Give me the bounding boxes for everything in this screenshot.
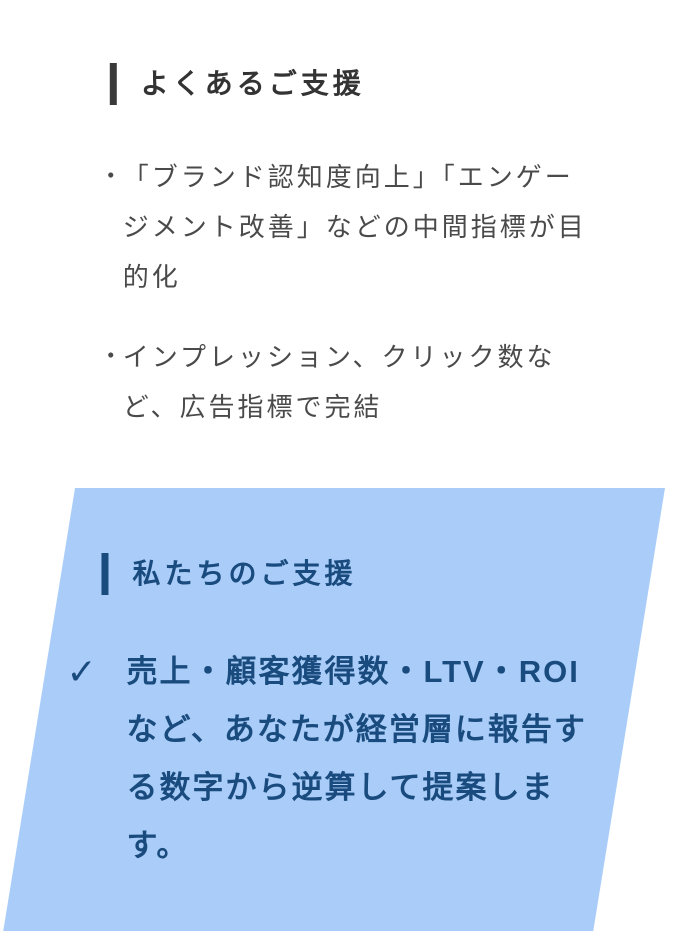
- our-support-card: 私たちのご支援 ✓ 売上・顧客獲得数・LTV・ROI など、あなたが経営層に報告…: [3, 488, 666, 931]
- bullet-text: インプレッション、クリック数な ど、広告指標で完結: [122, 342, 556, 422]
- common-support-header: よくあるご支援: [109, 63, 663, 105]
- check-text: 売上・顧客獲得数・LTV・ROI など、あなたが経営層に報告す る数字から逆算し…: [126, 654, 587, 863]
- common-support-bullet-list: ・ 「ブランド認知度向上」「エンゲー ジメント改善」などの中間指標が目 的化 ・…: [75, 152, 663, 432]
- our-support-card-content: 私たちのご支援 ✓ 売上・顧客獲得数・LTV・ROI など、あなたが経営層に報告…: [64, 553, 654, 931]
- accent-bar-icon: [101, 553, 109, 595]
- common-support-card: よくあるご支援 ・ 「ブランド認知度向上」「エンゲー ジメント改善」などの中間指…: [6, 0, 674, 483]
- section-title: 私たちのご支援: [132, 558, 357, 589]
- bullet-dot-icon: ・: [98, 343, 123, 370]
- bullet-dot-icon: ・: [98, 163, 123, 190]
- common-support-card-content: よくあるご支援 ・ 「ブランド認知度向上」「エンゲー ジメント改善」などの中間指…: [75, 63, 663, 546]
- accent-bar-icon: [109, 63, 117, 105]
- section-title: よくあるご支援: [140, 68, 365, 99]
- check-item: ✓ 売上・顧客獲得数・LTV・ROI など、あなたが経営層に報告す る数字から逆…: [64, 643, 634, 875]
- our-support-header: 私たちのご支援: [101, 553, 654, 595]
- checkmark-icon: ✓: [66, 651, 97, 692]
- bullet-item: ・ インプレッション、クリック数な ど、広告指標で完結: [99, 332, 633, 432]
- bullet-item: ・ 「ブランド認知度向上」「エンゲー ジメント改善」などの中間指標が目 的化: [99, 152, 633, 302]
- bullet-text: 「ブランド認知度向上」「エンゲー ジメント改善」などの中間指標が目 的化: [122, 162, 587, 292]
